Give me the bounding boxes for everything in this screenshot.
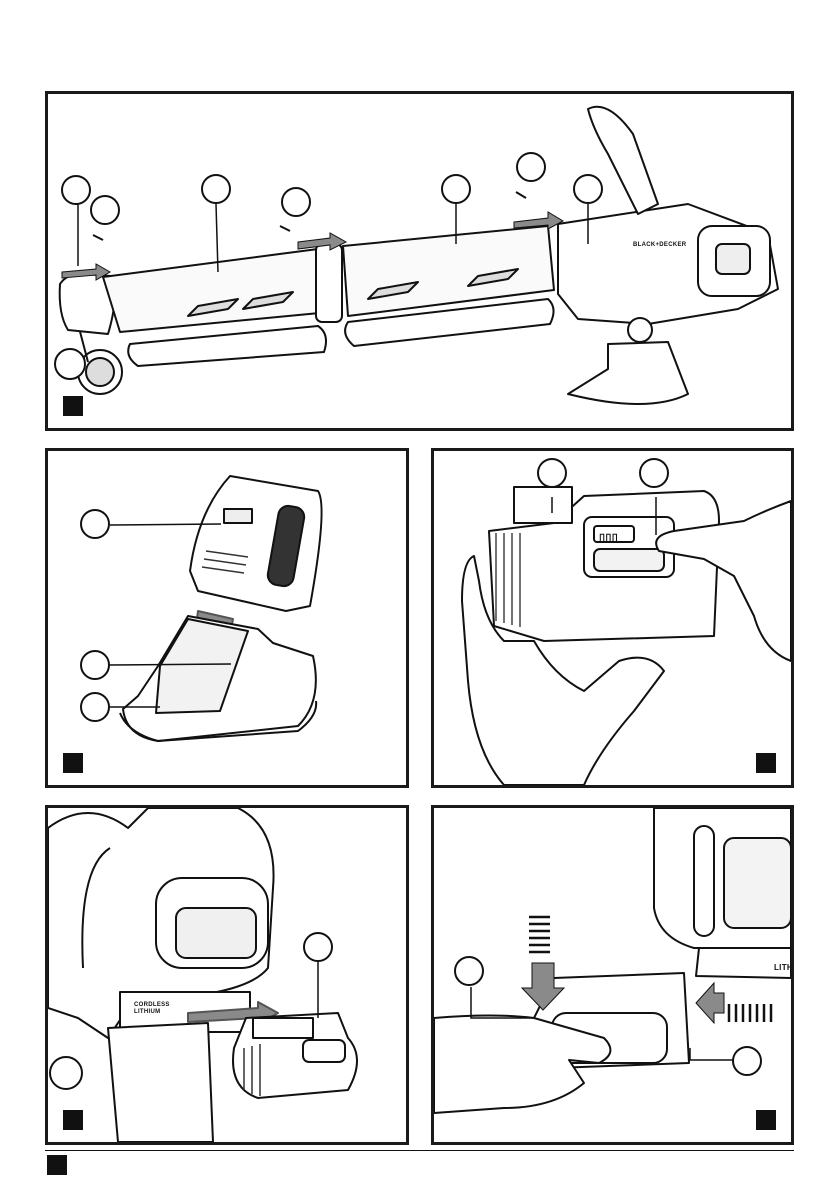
wheel-icon bbox=[55, 324, 122, 394]
callout-c1 bbox=[537, 458, 567, 488]
arrow-icon bbox=[696, 983, 724, 1023]
battery-label: CORDLESS LITHIUM bbox=[134, 1002, 168, 1016]
page-marker bbox=[47, 1155, 67, 1175]
battery-removal-illustration bbox=[434, 808, 791, 1142]
figure-e-marker bbox=[756, 1110, 776, 1130]
device-label: LITHI bbox=[774, 963, 794, 972]
callout-b3 bbox=[80, 692, 110, 722]
callout-d1 bbox=[303, 932, 333, 962]
figure-c-marker bbox=[756, 753, 776, 773]
callout-a3 bbox=[201, 174, 231, 204]
figure-d-marker bbox=[63, 1110, 83, 1130]
figure-d-panel: CORDLESS LITHIUM bbox=[45, 805, 409, 1145]
figure-a-marker bbox=[63, 396, 83, 416]
footer-rule bbox=[45, 1150, 794, 1151]
figure-c-panel: ▯▯▯ bbox=[431, 448, 794, 788]
battery-charger-illustration bbox=[48, 451, 406, 785]
battery-insert-illustration bbox=[48, 808, 406, 1142]
callout-c2 bbox=[639, 458, 669, 488]
charge-indicator-illustration bbox=[434, 451, 791, 785]
callout-a1 bbox=[61, 175, 91, 205]
callout-a5 bbox=[441, 174, 471, 204]
blower-assembly-illustration bbox=[48, 94, 791, 428]
callout-b2 bbox=[80, 650, 110, 680]
callout-e2 bbox=[732, 1046, 762, 1076]
callout-a4 bbox=[281, 187, 311, 217]
callout-b1 bbox=[80, 509, 110, 539]
indicator-leds: ▯▯▯ bbox=[599, 531, 618, 544]
callout-a7 bbox=[573, 174, 603, 204]
callout-e1 bbox=[454, 956, 484, 986]
figure-b-panel bbox=[45, 448, 409, 788]
brand-label: BLACK+DECKER bbox=[633, 242, 686, 248]
figure-b-marker bbox=[63, 753, 83, 773]
callout-a2 bbox=[90, 195, 120, 225]
figure-a-panel: BLACK+DECKER bbox=[45, 91, 794, 431]
battery-icon bbox=[190, 476, 322, 611]
figure-e-panel: LITHI bbox=[431, 805, 794, 1145]
callout-a6 bbox=[516, 152, 546, 182]
